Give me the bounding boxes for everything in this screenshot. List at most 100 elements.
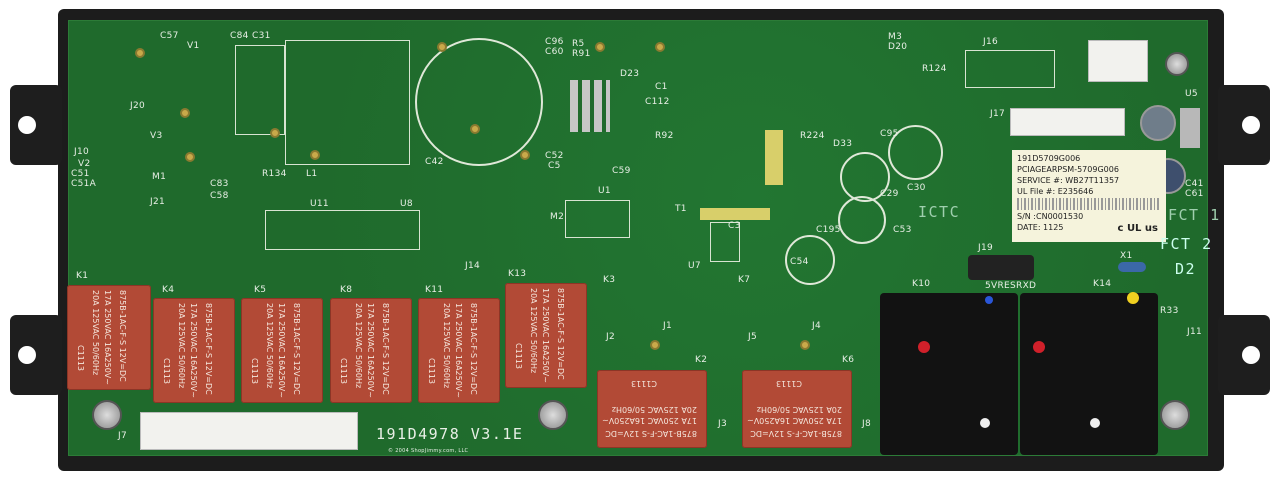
copyright: © 2004 ShopJimmy.com, LLC <box>388 448 469 454</box>
silkscreen-label: J19 <box>978 243 994 253</box>
silkscreen-label: M2 <box>550 212 565 222</box>
header-j19[interactable] <box>968 255 1034 280</box>
solder-pad <box>437 42 447 52</box>
crystal-x1 <box>1118 262 1146 272</box>
relay-label: 875B-1AC-F-S 12V=DC <box>204 303 213 395</box>
connector-j7[interactable] <box>140 412 358 450</box>
relay-label: 875B-1AC-F-S 12V=DC <box>556 288 565 380</box>
relay-label: 875B-1AC-F-S 12V=DC <box>750 429 842 438</box>
solder-pad <box>520 150 530 160</box>
relay-label: 20A 125VAC 50/60Hz <box>265 303 274 389</box>
relay-label: 875B-1AC-F-S 12V=DC <box>381 303 390 395</box>
sticker-date: DATE: 1125 <box>1017 223 1064 232</box>
red-dot-marker <box>1033 341 1045 353</box>
silkscreen-label: J2 <box>606 332 615 342</box>
silkscreen-label: K13 <box>508 269 527 279</box>
silkscreen-label: K7 <box>738 275 751 285</box>
silkscreen-label: C42 <box>425 157 444 167</box>
relay-label: 20A 125VAC 50/60Hz <box>756 405 842 414</box>
silkscreen-label: J16 <box>983 37 999 47</box>
silkscreen-label: J14 <box>465 261 481 271</box>
connector-j16-plug[interactable] <box>1088 40 1148 82</box>
sticker-sn: S/N :CN0001530 <box>1017 212 1084 221</box>
solder-pad <box>800 340 810 350</box>
silkscreen-label: C5 <box>548 161 561 171</box>
silkscreen-label: R224 <box>800 131 825 141</box>
relay-label: 875B-1AC-F-S 12V=DC <box>292 303 301 395</box>
silkscreen-label: R33 <box>1160 306 1179 316</box>
relay-k14 <box>1020 293 1158 455</box>
board-part-number: 191D4978 V3.1E <box>376 425 524 443</box>
silkscreen-label: C30 <box>907 183 926 193</box>
component-outline <box>235 45 285 135</box>
sticker-ul-file: UL File #: E235646 <box>1017 187 1094 196</box>
silkscreen-label: J3 <box>718 419 727 429</box>
mounting-tab <box>10 315 62 395</box>
mark-fct2: FCT 2 <box>1160 235 1213 253</box>
silkscreen-label: C59 <box>612 166 631 176</box>
silkscreen-label: 5VRESRXD <box>985 281 1037 291</box>
solder-pad <box>470 124 480 134</box>
relay-label: 17A 250VAC 16A250V~ <box>277 303 286 398</box>
barcode <box>1017 198 1161 210</box>
silkscreen-label: U8 <box>400 199 413 209</box>
relay-label: 20A 125VAC 50/60Hz <box>354 303 363 389</box>
relay-label: C1113 <box>631 379 657 388</box>
relay-label: 20A 125VAC 50/60Hz <box>177 303 186 389</box>
solder-pad <box>180 108 190 118</box>
solder-pad <box>655 42 665 52</box>
silkscreen-label: C84 <box>230 31 249 41</box>
u1-outline <box>565 200 630 238</box>
mark-ictc: ICTC <box>918 203 961 221</box>
blue-dot-marker <box>985 296 993 304</box>
silkscreen-label: V3 <box>150 131 163 141</box>
silkscreen-label: U1 <box>598 186 611 196</box>
silkscreen-label: X1 <box>1120 251 1133 261</box>
white-dot-marker <box>980 418 990 428</box>
relay-label: 875B-1AC-F-S 12V=DC <box>605 429 697 438</box>
silkscreen-label: C52 <box>545 151 564 161</box>
transformer-outline <box>285 40 410 165</box>
silkscreen-label: R92 <box>655 131 674 141</box>
silkscreen-label: C96 <box>545 37 564 47</box>
silkscreen-label: J17 <box>990 109 1006 119</box>
silkscreen-label: T1 <box>675 204 687 214</box>
silkscreen-label: M3 <box>888 32 903 42</box>
relay-label: C1113 <box>339 358 348 384</box>
pad-array <box>570 80 610 132</box>
silkscreen-label: C31 <box>252 31 271 41</box>
relay-label: 875B-1AC-F-S 12V=DC <box>469 303 478 395</box>
copper-pad <box>700 208 770 220</box>
capacitor <box>785 235 835 285</box>
relay-label: 875B-1AC-F-S 12V=DC <box>118 290 127 382</box>
silkscreen-label: K8 <box>340 285 353 295</box>
relay-label: 20A 125VAC 50/60Hz <box>529 288 538 374</box>
silkscreen-label: R5 <box>572 39 585 49</box>
relay-label: 17A 250VAC 16A250V~ <box>366 303 375 398</box>
silkscreen-label: C51 <box>71 169 90 179</box>
silkscreen-label: J8 <box>862 419 871 429</box>
sticker-part-number: 191D5709G006 <box>1017 154 1081 163</box>
relay-label: C1113 <box>514 343 523 369</box>
solder-pad <box>310 150 320 160</box>
relay-label: C1113 <box>776 379 802 388</box>
heatsink-pad <box>765 130 783 185</box>
silkscreen-label: K4 <box>162 285 175 295</box>
relay-label: 17A 250VAC 16A250V~ <box>103 290 112 385</box>
relay-label: 17A 250VAC 16A250V~ <box>454 303 463 398</box>
connector-j17[interactable] <box>1010 108 1125 136</box>
ic-u11-outline <box>265 210 420 250</box>
silkscreen-label: C57 <box>160 31 179 41</box>
silkscreen-label: D33 <box>833 139 853 149</box>
silkscreen-label: V1 <box>187 41 200 51</box>
mounting-tab <box>10 85 62 165</box>
silkscreen-label: C1 <box>655 82 668 92</box>
capacitor <box>888 125 943 180</box>
sticker-model: PCIAGEARPSM-5709G006 <box>1017 165 1119 174</box>
solder-pad <box>650 340 660 350</box>
silkscreen-label: C195 <box>816 225 841 235</box>
mounting-tab <box>1218 85 1270 165</box>
c3-outline <box>710 222 740 262</box>
relay-label: 20A 125VAC 50/60Hz <box>611 405 697 414</box>
